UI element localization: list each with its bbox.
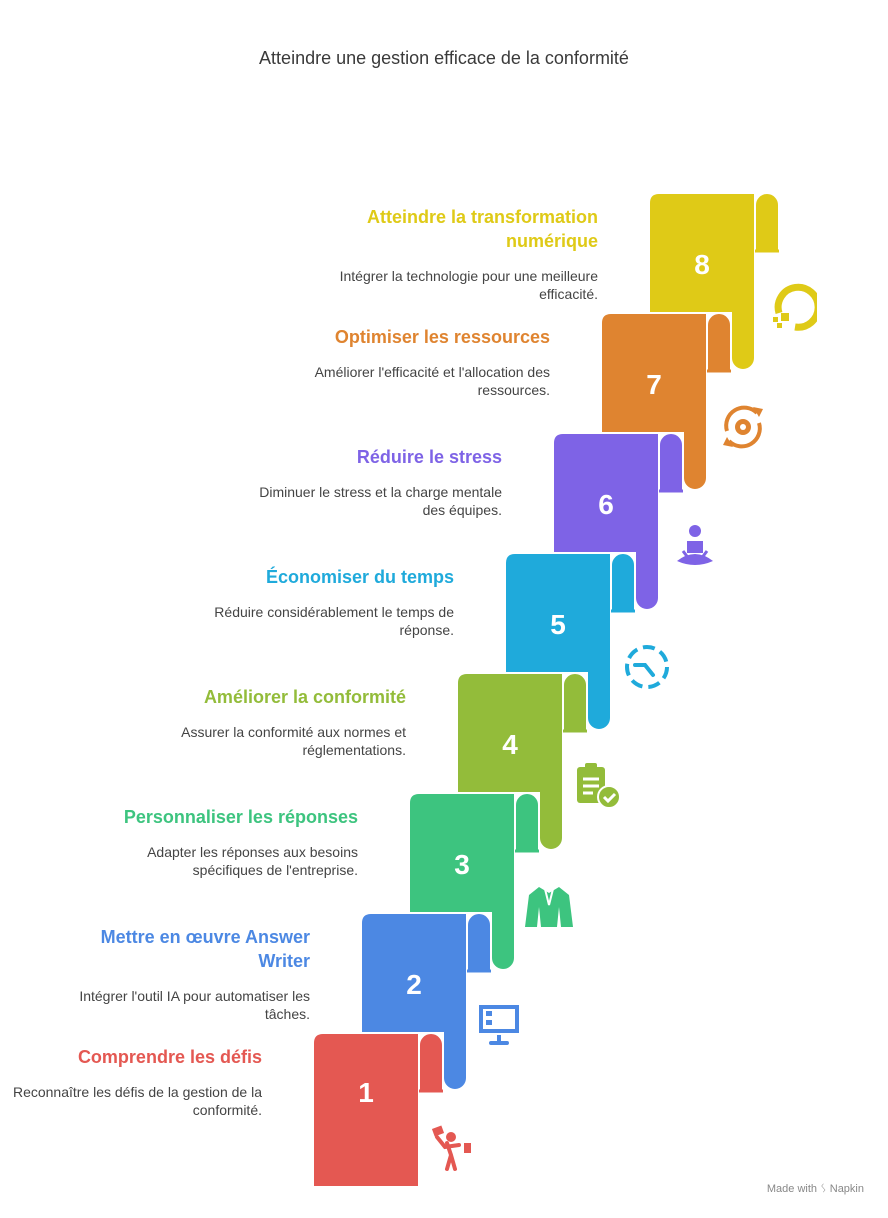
step-number: 3	[454, 849, 470, 880]
step-description: Assurer la conformité aux normes et régl…	[181, 724, 406, 758]
step-7: 7	[600, 312, 732, 491]
suit-icon	[525, 881, 577, 933]
worker-juggling-icon	[429, 1121, 481, 1173]
step-title: Réduire le stress	[356, 447, 502, 467]
step-curl	[754, 192, 780, 252]
timer-icon	[621, 641, 673, 693]
monitor-icon	[477, 1001, 529, 1053]
step-title: Optimiser les ressources	[334, 327, 550, 347]
made-with-napkin: Made with ᛊ Napkin	[767, 1183, 864, 1195]
step-description: Intégrer la technologie pour une meilleu…	[339, 268, 598, 302]
step-description: Intégrer l'outil IA pour automatiser les…	[79, 988, 310, 1022]
step-description: Diminuer le stress et la charge mentale …	[259, 484, 502, 518]
step-curl	[418, 1032, 444, 1092]
step-number: 5	[550, 609, 566, 640]
step-number: 4	[502, 729, 518, 760]
step-title: Comprendre les défis	[77, 1047, 262, 1067]
step-title: Économiser du temps	[265, 567, 454, 587]
step-title: Mettre en œuvre Answer Writer	[100, 927, 310, 971]
footer-brand: Napkin	[829, 1183, 864, 1195]
step-number: 2	[406, 969, 422, 1000]
step-description: Adapter les réponses aux besoins spécifi…	[147, 844, 358, 878]
step-5: 5	[504, 552, 636, 731]
step-curl	[466, 912, 492, 972]
step-title: Personnaliser les réponses	[123, 807, 358, 827]
step-title: Atteindre la transformation numérique	[366, 207, 598, 251]
digital-transform-icon	[765, 281, 822, 333]
step-description: Réduire considérablement le temps de rép…	[214, 604, 454, 638]
step-curl	[562, 672, 588, 732]
step-number: 6	[598, 489, 614, 520]
clipboard-check-icon	[573, 761, 625, 813]
step-1: 1	[312, 1032, 444, 1188]
step-8: 8	[648, 192, 780, 371]
page-title: Atteindre une gestion efficace de la con…	[259, 48, 629, 68]
step-number: 8	[694, 249, 710, 280]
step-number: 7	[646, 369, 662, 400]
step-description: Améliorer l'efficacité et l'allocation d…	[314, 364, 550, 398]
meditation-icon	[669, 521, 721, 573]
footer-text: Made with	[766, 1183, 818, 1195]
step-title: Améliorer la conformité	[203, 687, 406, 707]
step-4: 4	[456, 672, 588, 851]
step-description: Reconnaître les défis de la gestion de l…	[12, 1084, 262, 1118]
step-number: 1	[358, 1077, 374, 1108]
gear-refresh-icon	[717, 401, 769, 453]
step-curl	[514, 792, 540, 852]
step-curl	[658, 432, 684, 492]
napkin-logo-icon: ᛊ	[820, 1183, 827, 1195]
step-curl	[610, 552, 636, 612]
step-curl	[706, 312, 732, 372]
step-block	[312, 1032, 420, 1188]
